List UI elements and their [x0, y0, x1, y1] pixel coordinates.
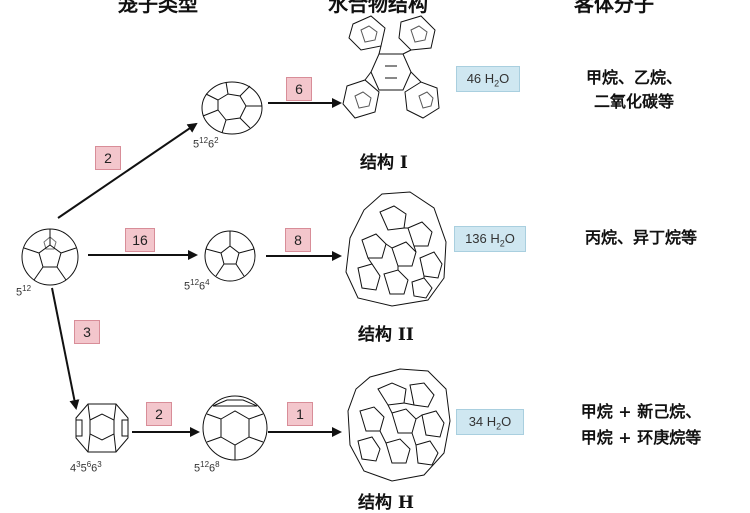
arrow-small-to-row1: [57, 122, 198, 219]
cage-label-4-3-5-6-6-3: 435663: [70, 460, 102, 475]
badge-count-2-bottom: 2: [146, 402, 172, 426]
arrow-small-to-row3: [51, 287, 80, 410]
guest-structure-1-line2: 二氧化碳等: [593, 92, 674, 111]
badge-count-16: 16: [125, 228, 155, 252]
guest-structure-h-line2: 甲烷 + 环庚烷等: [580, 428, 702, 447]
cage-label-5-12-6-8: 51268: [194, 460, 220, 475]
structure-1-drawing: [342, 15, 440, 119]
water-count-structure-1: 46 H2O: [456, 66, 520, 92]
structure-label-2: 结构 II: [358, 325, 414, 345]
guest-structure-2: 丙烷、异丁烷等: [584, 228, 697, 247]
structure-h-drawing: [347, 368, 451, 482]
cage-5-12-6-4: [204, 230, 256, 282]
cage-label-5-12-6-2: 51262: [193, 136, 219, 151]
hydrate-diagram: 笼子类型 水合物结构 客体分子: [16, 0, 702, 513]
structure-label-1: 结构 I: [360, 153, 408, 173]
guest-structure-1-line1: 甲烷、乙烷、: [585, 68, 682, 87]
structure-2-drawing: [345, 191, 447, 307]
cage-5-12-6-8: [202, 395, 268, 461]
header-hydrate-structure: 水合物结构: [328, 0, 428, 16]
badge-count-6: 6: [286, 77, 312, 101]
badge-count-8: 8: [285, 228, 311, 252]
badge-count-3: 3: [74, 320, 100, 344]
cage-label-5-12: 512: [16, 284, 32, 299]
guest-structure-h-line1: 甲烷 + 新己烷、: [580, 402, 702, 421]
cage-5-12-small: [21, 228, 79, 286]
structure-label-h: 结构 H: [358, 493, 414, 513]
cage-5-12-6-2: [201, 81, 263, 135]
header-guest-molecule: 客体分子: [574, 0, 654, 16]
water-count-structure-2: 136 H2O: [454, 226, 526, 252]
header-cage-type: 笼子类型: [118, 0, 198, 16]
cage-label-5-12-6-4: 51264: [184, 278, 210, 293]
water-count-structure-h: 34 H2O: [456, 409, 524, 435]
cage-4-3-5-6-6-3: [75, 403, 129, 453]
diagram-drawing: [21, 15, 451, 482]
badge-count-1: 1: [287, 402, 313, 426]
badge-count-2-top: 2: [95, 146, 121, 170]
